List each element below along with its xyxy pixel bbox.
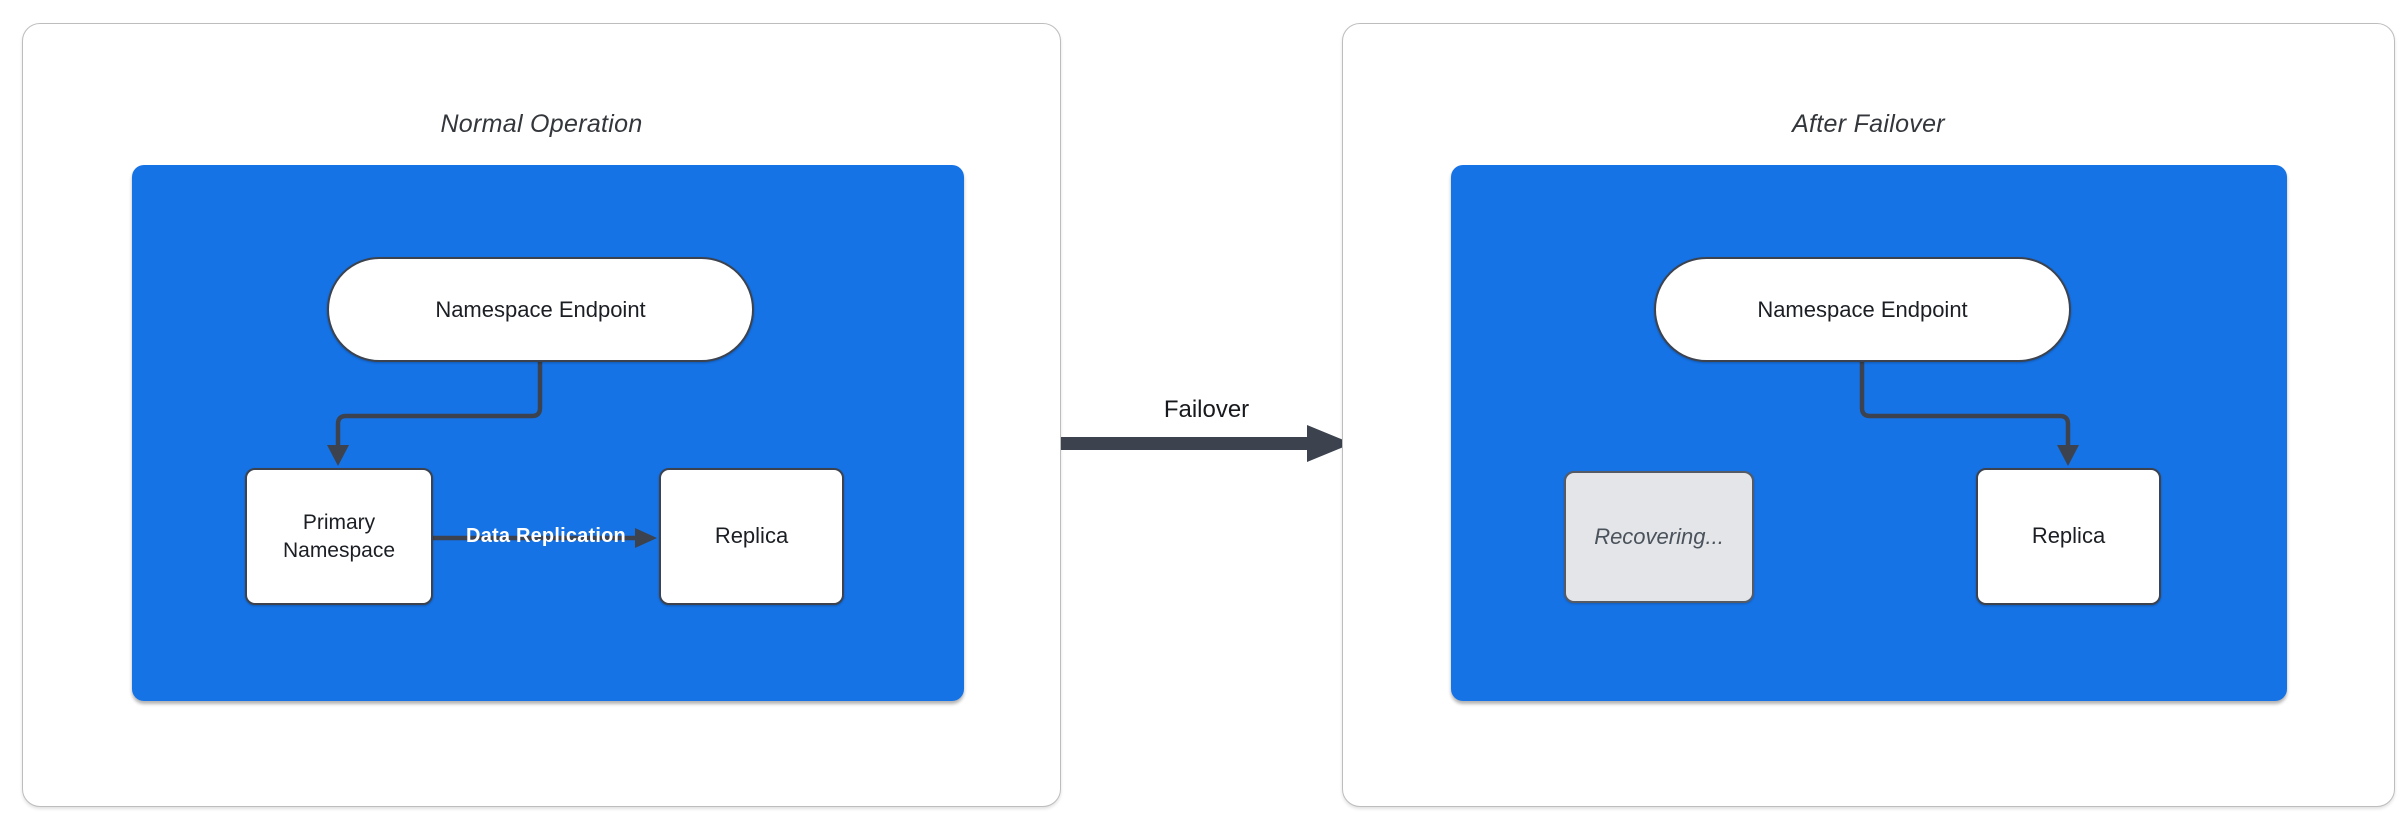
replica-label-left: Replica xyxy=(714,523,789,549)
panel-title-after-failover: After Failover xyxy=(1792,110,1945,138)
primary-namespace-label: Primary Namespace xyxy=(282,511,396,562)
failover-transition-arrow xyxy=(1061,425,1352,462)
recovering-node: Recovering... xyxy=(1564,471,1754,603)
replica-label-right: Replica xyxy=(2031,523,2106,549)
panel-normal-operation: Normal Operation Namespace Endpoint Prim… xyxy=(22,23,1061,807)
namespace-endpoint-label-right: Namespace Endpoint xyxy=(1757,296,1968,322)
primary-namespace-node: Primary Namespace xyxy=(245,468,433,605)
panel-title-normal-operation: Normal Operation xyxy=(440,110,643,138)
failover-transition-label: Failover xyxy=(1163,396,1250,423)
namespace-endpoint-label: Namespace Endpoint xyxy=(435,296,646,322)
panel-after-failover: After Failover Namespace Endpoint Recove… xyxy=(1342,23,2395,807)
recovering-label: Recovering... xyxy=(1594,524,1724,549)
namespace-endpoint-node: Namespace Endpoint xyxy=(327,257,754,362)
namespace-endpoint-node-right: Namespace Endpoint xyxy=(1654,257,2071,362)
replica-node-right: Replica xyxy=(1976,468,2161,605)
replica-node-left: Replica xyxy=(659,468,844,605)
cluster-box-after-failover xyxy=(1451,165,2287,701)
cluster-box-normal xyxy=(132,165,964,701)
data-replication-edge-label: Data Replication xyxy=(466,525,626,547)
